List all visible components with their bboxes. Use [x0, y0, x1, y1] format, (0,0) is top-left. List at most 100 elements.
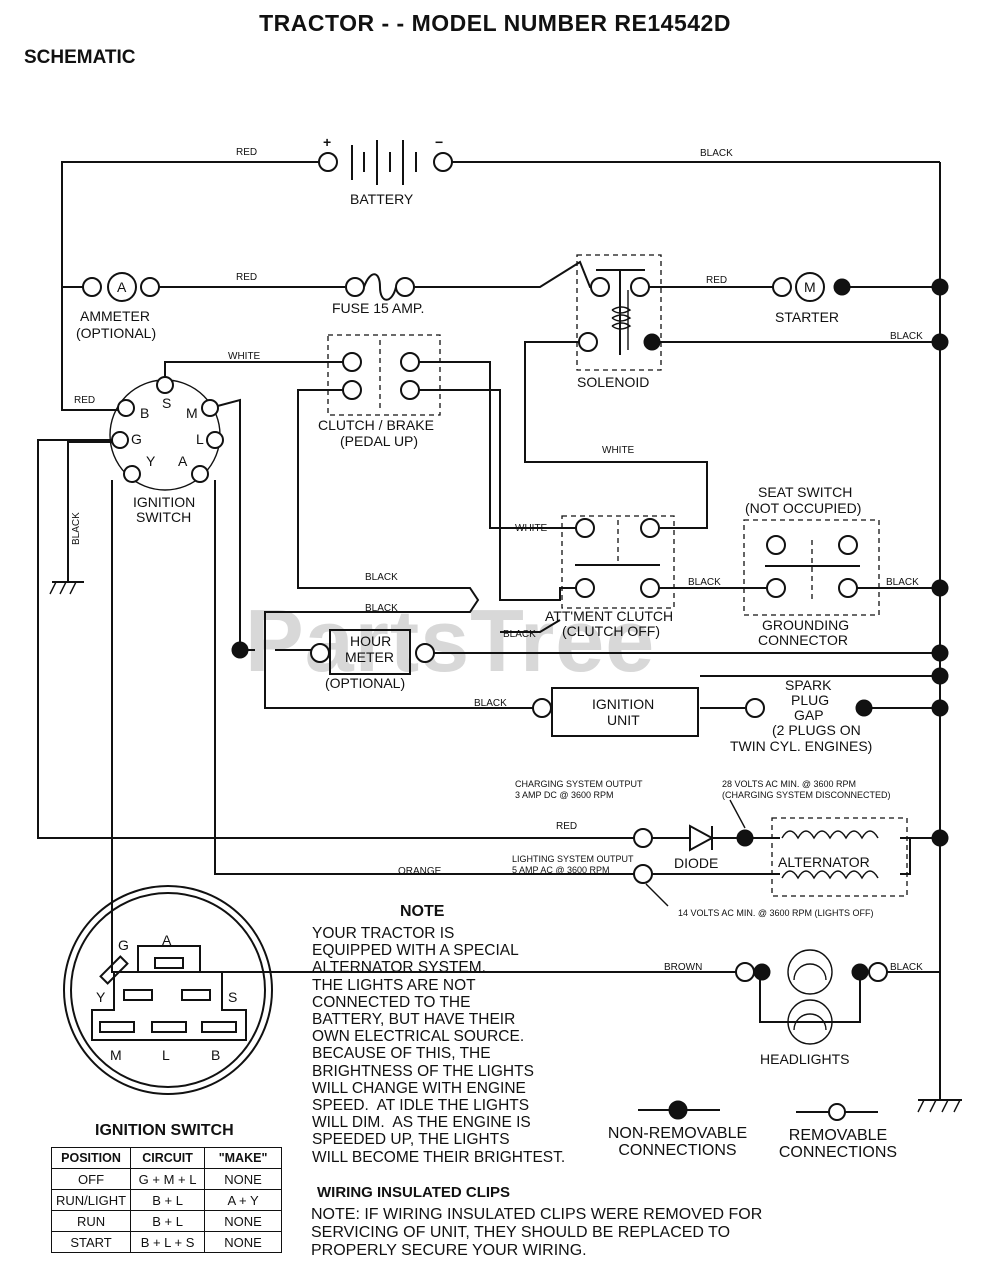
table-header-row: POSITION CIRCUIT "MAKE" — [50, 1147, 283, 1169]
ammeter-symbol-label: A — [117, 279, 127, 295]
battery-plus-label: + — [323, 134, 331, 150]
starter-symbol: M STARTER — [772, 272, 851, 325]
ac-14-label: 14 VOLTS AC MIN. @ 3600 RPM (LIGHTS OFF) — [678, 908, 874, 918]
grounding-label-1: GROUNDING — [762, 617, 849, 633]
ignition-switch-label-1: IGNITION — [133, 494, 195, 510]
starter-label: STARTER — [775, 309, 839, 325]
wire-label-black-7: BLACK — [503, 629, 536, 640]
switch-terminal-g: G — [131, 431, 142, 447]
headlights-label: HEADLIGHTS — [760, 1051, 849, 1067]
clips-heading: WIRING INSULATED CLIPS — [317, 1184, 511, 1201]
hour-meter: HOUR METER (OPTIONAL) — [231, 629, 435, 691]
wire-label-brown: BROWN — [664, 962, 702, 973]
wiring-lines — [37, 161, 941, 1100]
wire-label-white-1: WHITE — [228, 351, 261, 362]
lighting-output-label-2: 5 AMP AC @ 3600 RPM — [512, 865, 610, 875]
table-header-make: "MAKE" — [204, 1147, 283, 1169]
spark-plug: SPARK PLUG GAP (2 PLUGS ON TWIN CYL. ENG… — [730, 677, 873, 754]
wire-labels: RED BLACK RED RED BLACK WHITE RED WHITE … — [71, 147, 923, 973]
face-terminal-s: S — [228, 989, 237, 1005]
ignition-switch-face: A G Y S M L B — [63, 885, 273, 1095]
table-cell: NONE — [204, 1168, 283, 1190]
table-cell: B + L — [130, 1189, 206, 1211]
legend-removable-label: REMOVABLE CONNECTIONS — [778, 1127, 898, 1161]
wire-label-red-4: RED — [74, 395, 95, 406]
ignition-switch-schematic: B S M G L Y A IGNITION SWITCH — [109, 376, 224, 525]
wire-label-black-3: BLACK — [365, 572, 398, 583]
table-row: RUN B + L NONE — [50, 1210, 283, 1232]
starter-symbol-label: M — [804, 279, 816, 295]
ammeter-symbol: A AMMETER (OPTIONAL) — [76, 272, 160, 341]
diode-label: DIODE — [674, 855, 718, 871]
wire-label-black-5: BLACK — [688, 577, 721, 588]
hour-meter-label-1: HOUR — [350, 633, 391, 649]
attachment-clutch-switch: ATT'MENT CLUTCH (CLUTCH OFF) — [545, 515, 675, 639]
switch-terminal-y: Y — [146, 453, 156, 469]
wire-label-orange: ORANGE — [398, 866, 442, 877]
table-cell: RUN — [50, 1210, 132, 1232]
charging-output-label-1: CHARGING SYSTEM OUTPUT — [515, 779, 643, 789]
note-heading: NOTE — [400, 903, 445, 920]
clutch-brake-switch: CLUTCH / BRAKE (PEDAL UP) — [318, 334, 441, 449]
ignition-unit-label-1: IGNITION — [592, 696, 654, 712]
face-terminal-b: B — [211, 1047, 220, 1063]
table-cell: RUN/LIGHT — [50, 1189, 132, 1211]
seat-switch-label-1: SEAT SWITCH — [758, 484, 852, 500]
fuse-symbol: FUSE 15 AMP. — [332, 273, 424, 316]
wire-label-red-2: RED — [236, 272, 257, 283]
legend-non-removable-label: NON-REMOVABLE CONNECTIONS — [607, 1125, 748, 1159]
clutch-brake-label-2: (PEDAL UP) — [340, 433, 418, 449]
hour-meter-label-3: (OPTIONAL) — [325, 675, 405, 691]
alternator-label: ALTERNATOR — [778, 854, 870, 870]
table-row: OFF G + M + L NONE — [50, 1168, 283, 1190]
solenoid-symbol: SOLENOID — [576, 254, 662, 390]
table-cell: NONE — [204, 1210, 283, 1232]
table-cell: B + L + S — [130, 1231, 206, 1253]
table-cell: A + Y — [204, 1189, 283, 1211]
spark-plug-label-5: TWIN CYL. ENGINES) — [730, 738, 872, 754]
table-row: START B + L + S NONE — [50, 1231, 283, 1253]
switch-terminal-l: L — [196, 431, 204, 447]
table-header-circuit: CIRCUIT — [130, 1147, 206, 1169]
ammeter-label-1: AMMETER — [80, 308, 150, 324]
ground-symbol-right — [917, 1099, 962, 1113]
wire-label-white-3: WHITE — [515, 523, 548, 534]
face-terminal-g: G — [118, 937, 129, 953]
ignition-unit: IGNITION UNIT — [532, 687, 699, 737]
wire-label-black-1: BLACK — [700, 148, 733, 159]
battery-symbol: + − BATTERY — [318, 134, 453, 207]
battery-label: BATTERY — [350, 191, 414, 207]
face-terminal-y: Y — [96, 989, 106, 1005]
note-body: YOUR TRACTOR IS EQUIPPED WITH A SPECIAL … — [312, 925, 566, 1166]
wire-label-red-1: RED — [236, 147, 257, 158]
ignition-table-title: IGNITION SWITCH — [95, 1122, 234, 1139]
table-cell: G + M + L — [130, 1168, 206, 1190]
face-terminal-a: A — [162, 932, 172, 948]
table-cell: START — [50, 1231, 132, 1253]
table-cell: OFF — [50, 1168, 132, 1190]
fuse-label: FUSE 15 AMP. — [332, 300, 424, 316]
attachment-clutch-label-1: ATT'MENT CLUTCH — [545, 608, 673, 624]
spark-plug-label-4: (2 PLUGS ON — [772, 722, 861, 738]
table-cell: NONE — [204, 1231, 283, 1253]
page-title: TRACTOR - - MODEL NUMBER RE14542D — [259, 10, 731, 36]
wire-label-white-2: WHITE — [602, 445, 635, 456]
solenoid-label: SOLENOID — [577, 374, 649, 390]
battery-minus-label: − — [435, 134, 443, 150]
switch-terminal-a: A — [178, 453, 188, 469]
ignition-switch-table: POSITION CIRCUIT "MAKE" OFF G + M + L NO… — [50, 1147, 283, 1253]
table-cell: B + L — [130, 1210, 206, 1232]
charging-output-label-2: 3 AMP DC @ 3600 RPM — [515, 790, 614, 800]
wire-label-black-9: BLACK — [890, 962, 923, 973]
ground-symbol-left — [49, 581, 84, 595]
section-label: SCHEMATIC — [24, 47, 136, 68]
table-header-position: POSITION — [50, 1147, 132, 1169]
ac-28-label-2: (CHARGING SYSTEM DISCONNECTED) — [722, 790, 891, 800]
wire-label-red-5: RED — [556, 821, 577, 832]
headlights: HEADLIGHTS — [735, 949, 888, 1067]
clutch-brake-label-1: CLUTCH / BRAKE — [318, 417, 434, 433]
ac-28-label-1: 28 VOLTS AC MIN. @ 3600 RPM — [722, 779, 856, 789]
hour-meter-label-2: METER — [345, 649, 394, 665]
lighting-output-label-1: LIGHTING SYSTEM OUTPUT — [512, 854, 634, 864]
spark-plug-label-1: SPARK — [785, 677, 832, 693]
